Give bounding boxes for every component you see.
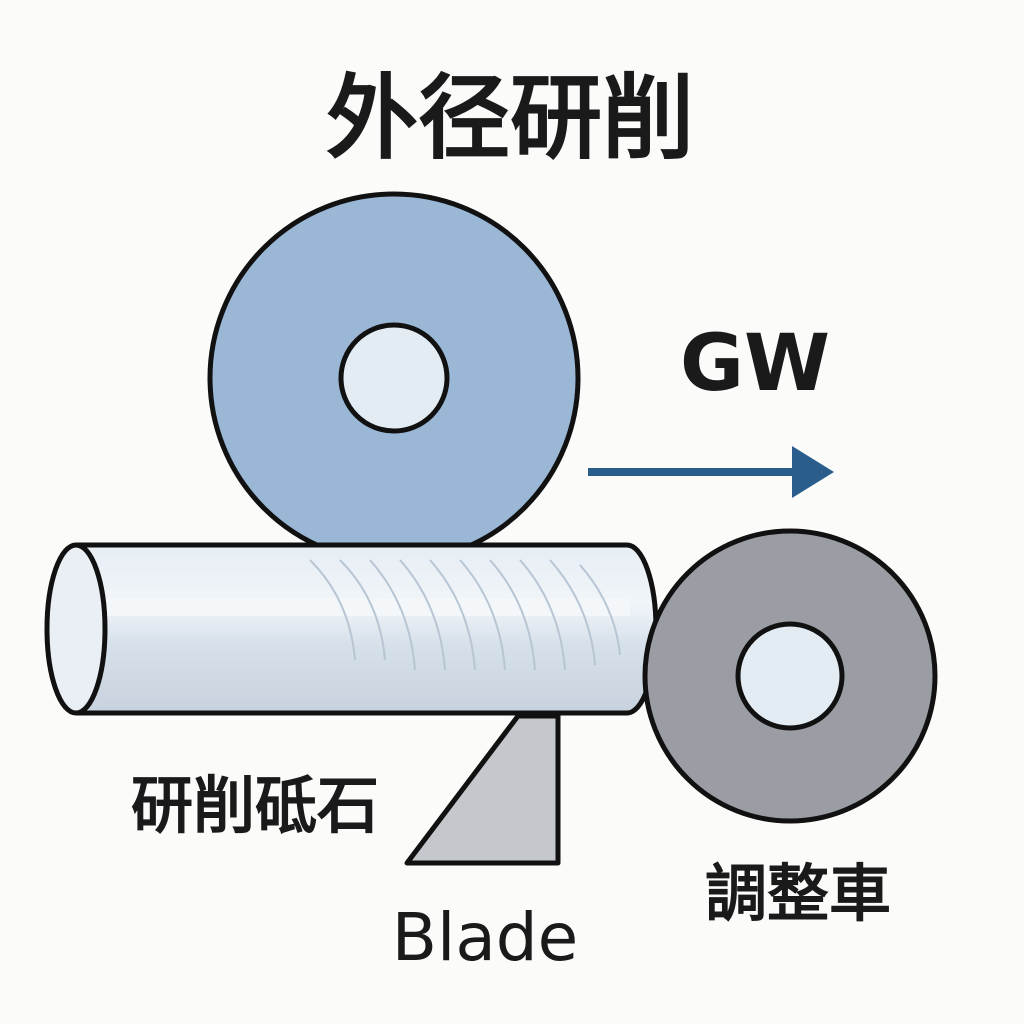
- grinding-wheel-label: 研削砥石: [131, 769, 379, 842]
- grinding-wheel: [207, 191, 581, 565]
- workpiece-rod: [44, 542, 659, 716]
- diagram-title: 外径研削: [326, 65, 694, 172]
- grinding-marks: [309, 559, 621, 671]
- blade-label: Blade: [392, 899, 579, 976]
- workpiece-end-face: [44, 542, 108, 716]
- regulating-wheel: [642, 528, 938, 824]
- regulating-wheel-label: 調整車: [705, 857, 891, 930]
- grinding-wheel-hub: [338, 322, 450, 434]
- feed-direction-arrow: [588, 446, 834, 498]
- direction-label: GW: [680, 319, 830, 409]
- blade-support: [404, 713, 561, 866]
- regulating-wheel-hub: [735, 621, 845, 731]
